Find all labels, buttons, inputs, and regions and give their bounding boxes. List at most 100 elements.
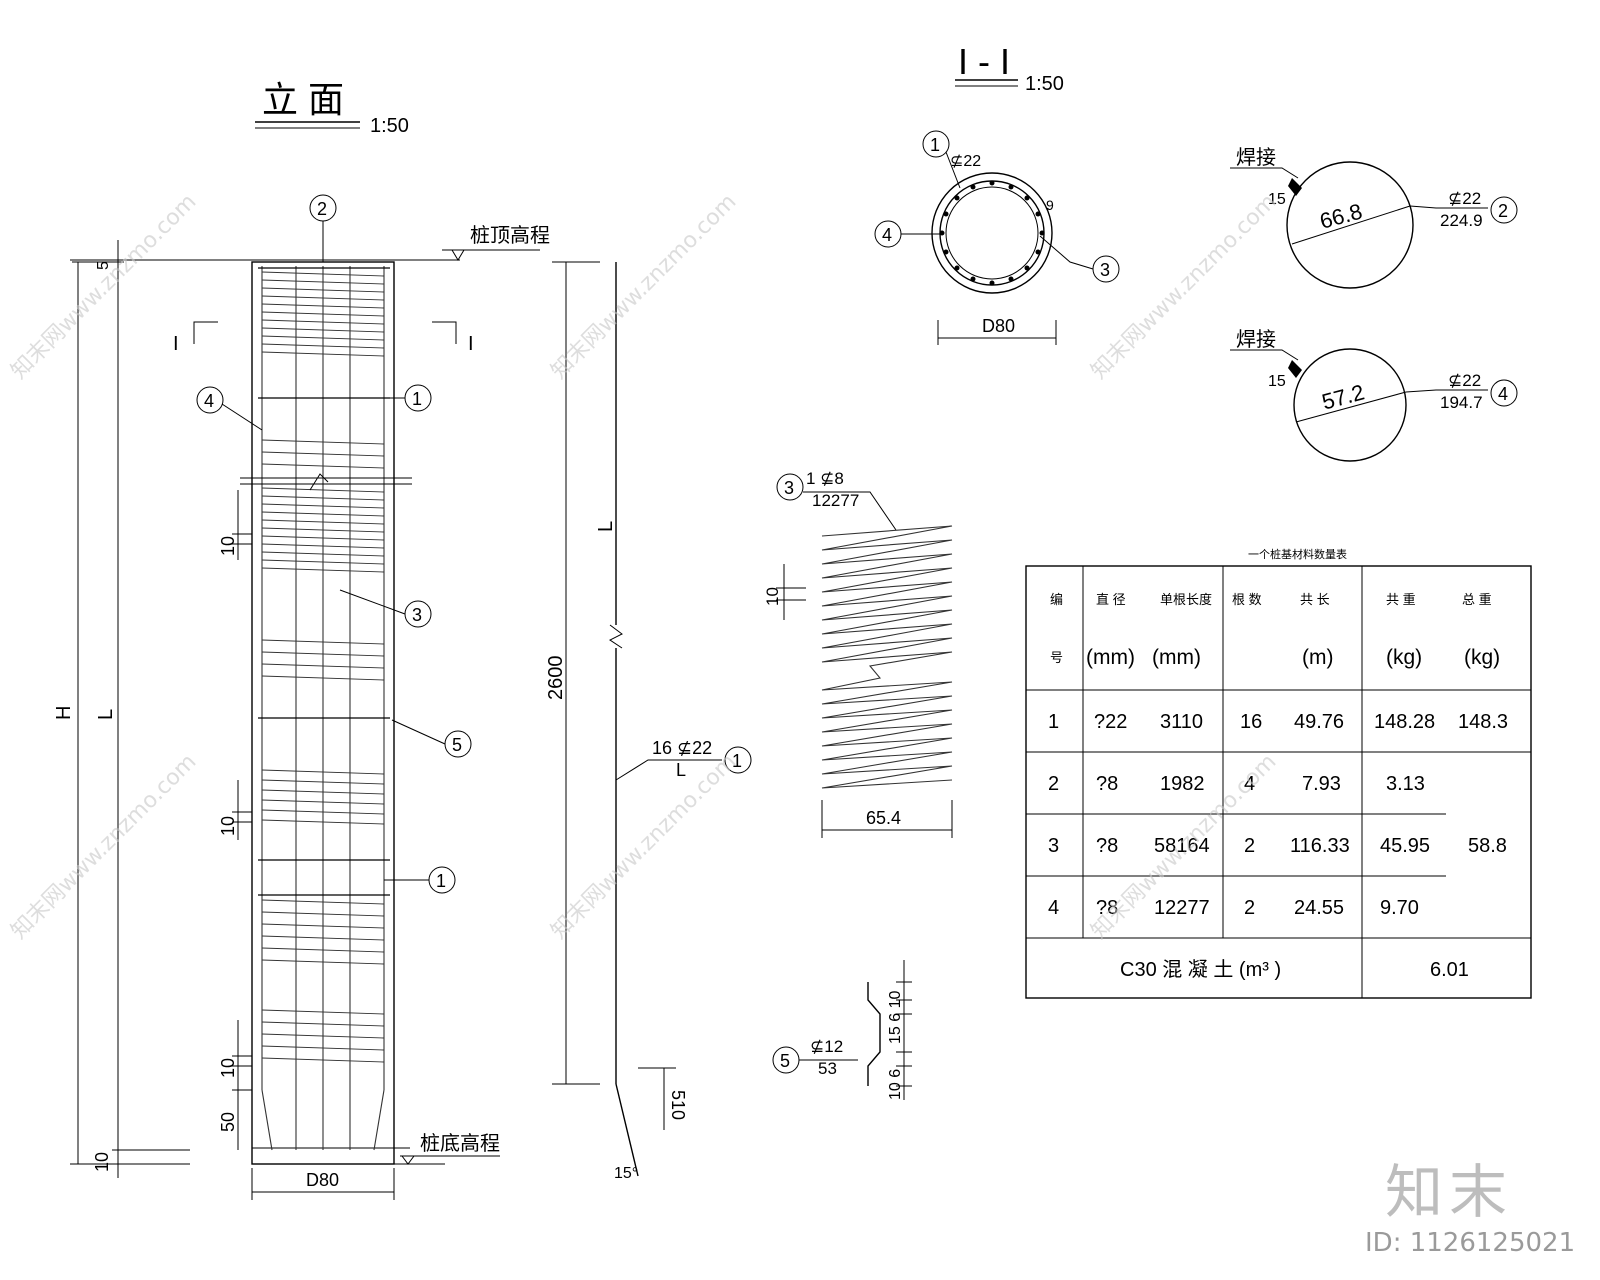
elevation-title: 立 面 [262, 79, 344, 120]
section-title: I - I [958, 41, 1010, 82]
svg-text:510: 510 [668, 1090, 688, 1120]
svg-text:1: 1 [412, 389, 422, 409]
top-elevation-label: 桩顶高程 [470, 224, 550, 247]
table-row: 1 ?22 3110 16 49.76 148.28 148.3 [1048, 711, 1508, 733]
svg-text:(m): (m) [1302, 646, 1333, 669]
svg-text:10: 10 [218, 536, 238, 556]
longitudinal-rebars [261, 266, 385, 1151]
right-dimension-2600: 2600 [545, 261, 600, 1085]
spiral-hoops [261, 271, 385, 1063]
svg-text:(mm): (mm) [1086, 646, 1135, 669]
table-row: 4 ?8 12277 2 24.55 9.70 [1048, 897, 1419, 919]
svg-text:号: 号 [1050, 650, 1063, 665]
svg-text:5: 5 [452, 735, 462, 755]
ring-4-detail: 57.2 焊接 15 ⊈22 194.7 4 [1230, 328, 1518, 462]
bottom-elevation-label: 桩底高程 [420, 1132, 500, 1155]
svg-text:D80: D80 [306, 1170, 339, 1190]
rebar-1-label: 16 ⊈22 [652, 738, 712, 758]
svg-text:L: L [595, 521, 617, 532]
svg-text:58164: 58164 [1154, 835, 1210, 857]
section-view: I - I 1:50 1 ⊈22 4 3 9 D80 [874, 41, 1120, 345]
svg-text:116.33: 116.33 [1290, 835, 1350, 857]
table-row: 3 ?8 58164 2 116.33 45.95 58.8 [1048, 835, 1507, 857]
elevation-width-dim: D80 [251, 1168, 395, 1200]
svg-text:1: 1 [930, 135, 940, 155]
svg-text:16: 16 [1240, 711, 1262, 733]
svg-text:4: 4 [1498, 384, 1508, 404]
svg-text:⊈22: ⊈22 [950, 153, 981, 170]
svg-text:?8: ?8 [1096, 835, 1118, 857]
svg-text:1: 1 [436, 871, 446, 891]
dim-10-base: 10 [92, 1152, 112, 1172]
table-row: 2 ?8 1982 4 7.93 3.13 [1048, 773, 1425, 795]
svg-text:1: 1 [1048, 711, 1059, 733]
image-id-watermark: ID: 1126125021 [1365, 1228, 1576, 1258]
svg-text:194.7: 194.7 [1440, 393, 1483, 412]
section-rebar-dots [939, 180, 1045, 286]
section-scale: 1:50 [1025, 73, 1064, 95]
svg-text:4: 4 [882, 225, 892, 245]
svg-text:3.13: 3.13 [1386, 773, 1425, 795]
svg-text:?22: ?22 [1094, 711, 1127, 733]
table-title: 一个桩基材料数量表 [1248, 547, 1347, 561]
section-marker-left: I [173, 321, 218, 355]
svg-text:4: 4 [1048, 897, 1059, 919]
rebar-1-detail: L 16 ⊈22 L 1 510 15° [595, 262, 752, 1182]
svg-text:4: 4 [1244, 773, 1255, 795]
svg-text:224.9: 224.9 [1440, 211, 1483, 230]
svg-text:3: 3 [1048, 835, 1059, 857]
svg-text:总 重: 总 重 [1462, 592, 1492, 607]
svg-text:12277: 12277 [812, 491, 859, 510]
brand-watermark: 知末 [1385, 1158, 1514, 1226]
break-line [240, 473, 412, 491]
svg-text:3: 3 [784, 478, 794, 498]
svg-text:66.8: 66.8 [1317, 199, 1365, 234]
svg-text:(kg): (kg) [1464, 646, 1500, 669]
svg-text:50: 50 [218, 1112, 238, 1132]
section-outer-circle [931, 172, 1053, 294]
svg-text:知末网www.znzmo.com: 知末网www.znzmo.com [547, 189, 742, 384]
svg-text:3: 3 [412, 605, 422, 625]
inner-dimensions: 10 10 10 50 [218, 490, 252, 1150]
dim-L: L [95, 709, 117, 720]
svg-text:9.70: 9.70 [1380, 897, 1419, 919]
svg-text:知末网www.znzmo.com: 知末网www.znzmo.com [7, 189, 202, 384]
svg-text:(mm): (mm) [1152, 646, 1201, 669]
svg-text:148.28: 148.28 [1374, 711, 1435, 733]
svg-text:53: 53 [818, 1059, 837, 1078]
dim-H: H [53, 706, 75, 720]
svg-text:15°: 15° [614, 1165, 638, 1182]
svg-text:148.3: 148.3 [1458, 711, 1508, 733]
svg-text:9: 9 [1046, 197, 1054, 213]
svg-text:15: 15 [1268, 373, 1286, 390]
watermark-layer: 知末网www.znzmo.com 知末网www.znzmo.com 知末网www… [7, 189, 1282, 944]
svg-text:2: 2 [1498, 201, 1508, 221]
svg-text:知末网www.znzmo.com: 知末网www.znzmo.com [1087, 189, 1282, 384]
svg-text:12277: 12277 [1154, 897, 1210, 919]
svg-text:⊈22: ⊈22 [1448, 371, 1481, 390]
svg-text:共 长: 共 长 [1300, 592, 1330, 607]
svg-text:I: I [468, 333, 474, 355]
svg-text:2600: 2600 [545, 656, 567, 701]
svg-text:45.95: 45.95 [1380, 835, 1430, 857]
svg-text:65.4: 65.4 [866, 808, 901, 828]
svg-text:10 6: 10 6 [887, 1069, 904, 1100]
stiffener-rings [258, 267, 390, 896]
concrete-label: C30 混 凝 土 (m³ ) [1120, 958, 1281, 981]
table-units: (mm) (mm) (m) (kg) (kg) [1086, 646, 1500, 669]
svg-text:共 重: 共 重 [1386, 592, 1416, 607]
svg-text:3: 3 [1100, 260, 1110, 280]
svg-text:焊接: 焊接 [1236, 328, 1276, 351]
svg-text:D80: D80 [982, 316, 1015, 336]
svg-text:58.8: 58.8 [1468, 835, 1507, 857]
svg-text:24.55: 24.55 [1294, 897, 1344, 919]
svg-text:I: I [173, 333, 179, 355]
spacer-detail: 5 ⊈12 53 15 6 10 10 6 [772, 960, 912, 1100]
svg-text:编: 编 [1050, 592, 1063, 607]
svg-text:⊈22: ⊈22 [1448, 189, 1481, 208]
material-table: 一个桩基材料数量表 编 直 径 单根长度 根 数 共 长 共 重 总 重 号 (… [1025, 547, 1532, 999]
svg-text:57.2: 57.2 [1319, 379, 1367, 414]
table-header: 编 直 径 单根长度 根 数 共 长 共 重 总 重 号 [1050, 592, 1492, 665]
elevation-callouts: 2 4 1 3 5 1 [196, 194, 472, 894]
svg-text:?8: ?8 [1096, 773, 1118, 795]
